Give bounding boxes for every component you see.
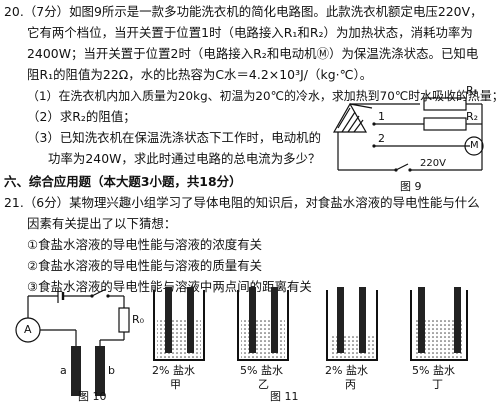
switch-arm (349, 103, 373, 109)
beaker-bing-name: 丙 (345, 378, 356, 391)
q20-line-5: （1）在洗衣机内加入质量为20kg、初温为20℃的冷水，求加热到70℃时水吸收的… (27, 89, 504, 103)
electrode (454, 287, 461, 353)
q21-line-3: ①食盐水溶液的导电性能与溶液的浓度有关 (27, 237, 263, 252)
electrode (187, 287, 194, 353)
beaker-wall (153, 290, 205, 361)
q21-line-1: 21.（6分）某物理兴趣小组学习了导体电阻的知识后，对食盐水溶液的导电性能与什么 (4, 195, 480, 210)
q21-line-2: 因素有关提出了以下猜想： (27, 216, 177, 231)
beaker-wall (237, 290, 289, 361)
q20-line-2: 它有两个档位，当开关置于位置1时（电路接入R₁和R₂）为加热状态，消耗功率为 (27, 25, 473, 40)
main-switch (395, 163, 409, 171)
switch-lever (91, 288, 107, 297)
q21-line-4: ②食盐水溶液的导电性能与溶液的质量有关 (27, 258, 263, 273)
beaker-yi (237, 287, 289, 361)
switch-contact (394, 168, 398, 172)
beaker-jia (153, 287, 205, 361)
electrode-a (71, 346, 81, 396)
hatch-line (341, 111, 356, 133)
solution (241, 318, 285, 358)
label-r0: R₀ (132, 313, 145, 326)
electrode (337, 287, 344, 353)
q20-line-7: （3）已知洗衣机在保温洗涤状态下工作时，电动机的 (27, 130, 322, 145)
beaker-jia-name: 甲 (170, 378, 181, 391)
beaker-wall (326, 290, 378, 361)
electrode (249, 287, 256, 353)
label-position-2: 2 (378, 132, 385, 145)
q20-line-8: 功率为240W，求此时通过电路的总电流为多少？ (48, 151, 321, 166)
hatch-line (337, 107, 351, 129)
q20-line-6: （2）求R₂的阻值； (27, 109, 136, 124)
q20-line-4: 阻R₁的阻值为22Ω，水的比热容为C水＝4.2×10³J/（kg·℃）。 (27, 67, 373, 82)
figure-10-caption: 图 10 (78, 390, 107, 403)
beaker-yi-name: 乙 (258, 378, 269, 391)
label-r1: R₁ (466, 84, 479, 97)
hatch-line (347, 115, 360, 133)
label-motor: M (470, 140, 479, 151)
label-r2: R₂ (466, 110, 479, 123)
beaker-jia-label: 2% 盐水 (152, 364, 195, 377)
electrode (418, 287, 425, 353)
beaker-wall (410, 290, 468, 361)
q20-line-3: 2400W；当开关置于位置2时（电路接入R₂和电动机Ⓜ）为保温洗涤状态。已知电 (27, 46, 479, 61)
electrode (359, 287, 366, 353)
label-ammeter: A (24, 323, 32, 336)
switch-contact (106, 294, 110, 298)
label-voltage: 220V (420, 158, 446, 169)
hatch-line (353, 119, 364, 133)
beaker-ding (410, 287, 468, 361)
switch-contact (90, 294, 94, 298)
electrode-b (95, 346, 105, 396)
beaker-bing-label: 2% 盐水 (325, 364, 368, 377)
switch-contact-2 (372, 144, 376, 148)
solution (157, 318, 201, 358)
electrode (165, 287, 172, 353)
electrode (271, 287, 278, 353)
label-position-1: 1 (378, 110, 385, 123)
beaker-ding-label: 5% 盐水 (412, 364, 455, 377)
beaker-ding-name: 丁 (432, 378, 443, 391)
q21-line-5: ③食盐水溶液的导电性能与溶液中两点间的距离有关 (27, 279, 312, 294)
label-electrode-a: a (60, 364, 67, 377)
q20-line-1: 20.（7分）如图9所示是一款多功能洗衣机的简化电路图。此款洗衣机额定电压220… (4, 4, 483, 19)
beaker-yi-label: 5% 盐水 (240, 364, 283, 377)
switch-contact-1 (372, 122, 376, 126)
figure-9-caption: 图 9 (400, 180, 422, 193)
label-electrode-b: b (108, 364, 115, 377)
switch-contact (408, 168, 412, 172)
solution (330, 335, 374, 358)
section-6-title: 六、综合应用题（本大题3小题，共18分） (4, 174, 242, 189)
figure-11-caption: 图 11 (270, 390, 299, 403)
beaker-bing (326, 287, 378, 361)
